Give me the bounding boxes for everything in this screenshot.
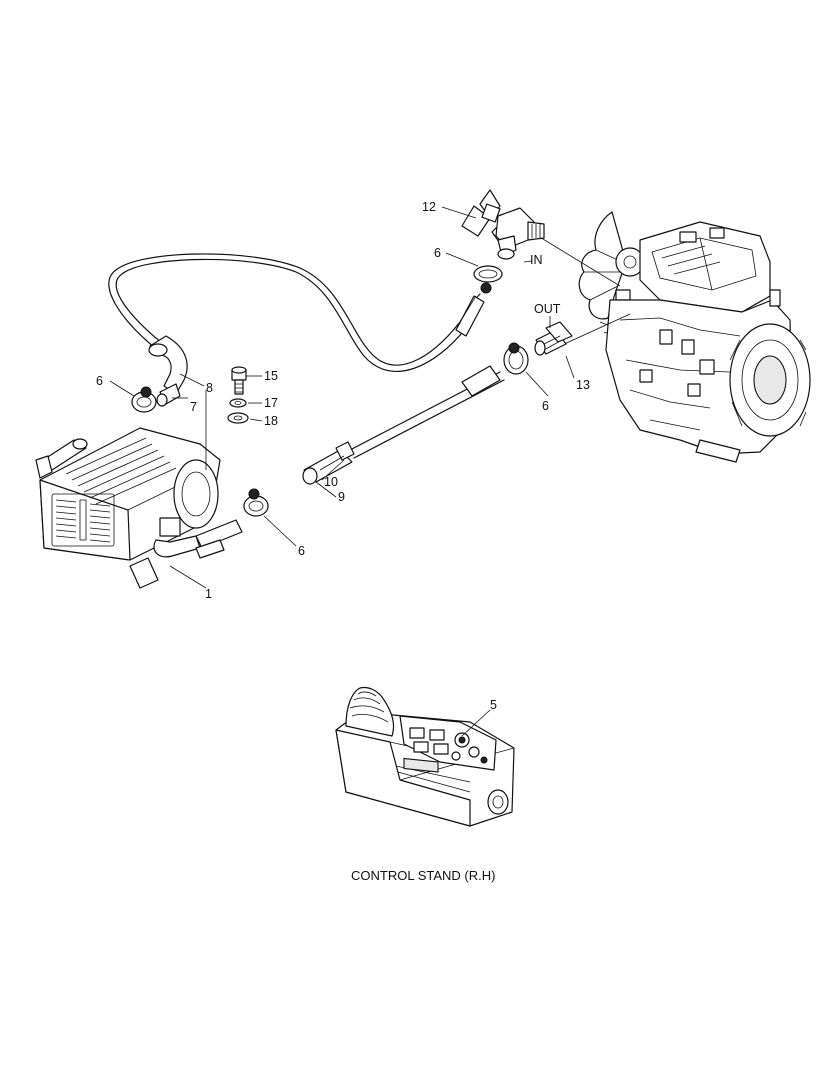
label-6-left: 6 [96, 374, 103, 388]
label-7: 7 [190, 400, 197, 414]
label-18: 18 [264, 414, 278, 428]
bolt-set [227, 366, 249, 424]
label-6-bottom: 6 [298, 544, 305, 558]
leader-lines [109, 206, 575, 737]
label-13: 13 [576, 378, 590, 392]
elbow-hose [148, 335, 188, 407]
label-10: 10 [324, 475, 338, 489]
label-8: 8 [206, 381, 213, 395]
hose-joint [302, 441, 355, 485]
label-6-top: 6 [434, 246, 441, 260]
label-9: 9 [338, 490, 345, 504]
hose-lines [108, 235, 631, 459]
label-1: 1 [205, 587, 212, 601]
cock-valve [461, 189, 545, 260]
caption-control-stand: CONTROL STAND (R.H) [351, 868, 495, 883]
part-labels: 12 6 IN OUT 13 6 6 7 8 15 17 18 10 9 6 1… [96, 200, 590, 883]
hose-clamps [131, 265, 529, 517]
label-out: OUT [534, 302, 561, 316]
label-12: 12 [422, 200, 436, 214]
engine-illustration [578, 211, 811, 463]
heater-unit [35, 390, 243, 589]
fitting-out [534, 321, 573, 356]
label-15: 15 [264, 369, 278, 383]
label-6-out: 6 [542, 399, 549, 413]
label-5: 5 [490, 698, 497, 712]
label-17: 17 [264, 396, 278, 410]
control-stand [335, 686, 515, 827]
label-in: IN [530, 253, 543, 267]
